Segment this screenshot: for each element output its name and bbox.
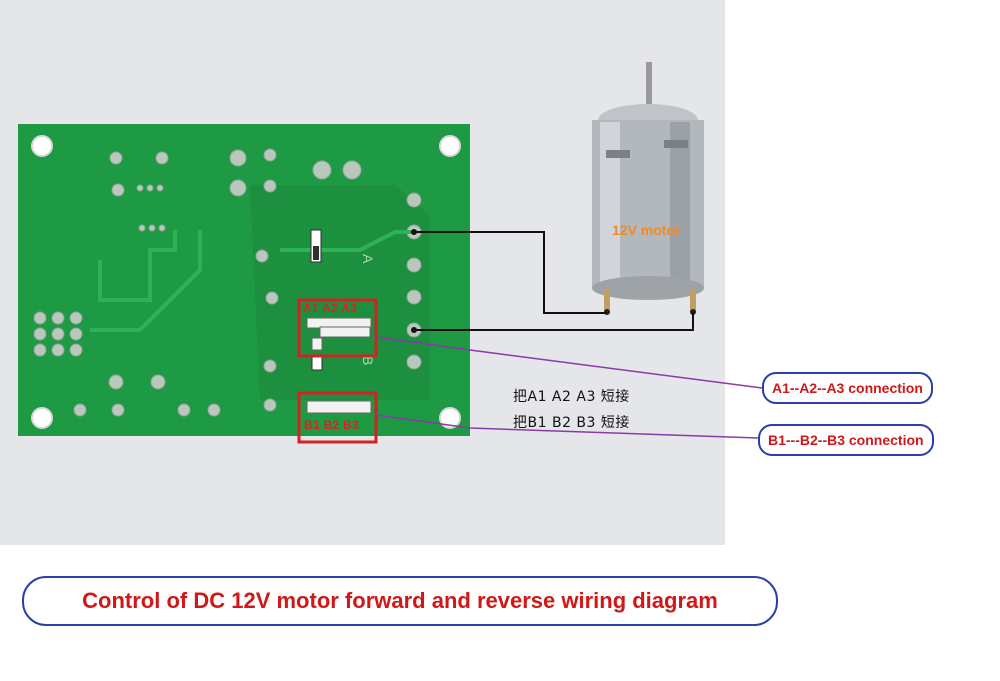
smd-component-b: [311, 355, 323, 371]
board-mark-b: B: [360, 356, 376, 365]
callout-b-text: B1---B2--B3 connection: [768, 432, 924, 448]
jumper-a-highlight: [297, 298, 378, 358]
mount-hole-bottom-right: [439, 407, 461, 429]
dc-motor: [592, 62, 704, 315]
jumper-b-label: B1 B2 B3: [304, 418, 360, 432]
diagram-title: Control of DC 12V motor forward and reve…: [82, 588, 718, 613]
instruction-b-cn: 把B1 B2 B3 短接: [513, 415, 630, 431]
callout-a-text: A1--A2--A3 connection: [772, 380, 923, 396]
board-mark-a: A: [360, 254, 376, 264]
motor-wires: [414, 231, 694, 331]
instruction-a-cn: 把A1 A2 A3 短接: [513, 389, 630, 405]
mount-hole-top-right: [439, 135, 461, 157]
callout-a-connection: A1--A2--A3 connection: [762, 372, 933, 404]
jumper-b-highlight: [297, 391, 378, 444]
motor-label: 12V motor: [612, 222, 681, 238]
mount-hole-top-left: [31, 135, 53, 157]
diagram-title-box: Control of DC 12V motor forward and reve…: [22, 576, 778, 626]
mount-hole-bottom-left: [31, 407, 53, 429]
callout-b-connection: B1---B2--B3 connection: [758, 424, 934, 456]
jumper-a-label: A1 A2 A3: [303, 301, 358, 315]
leader-lines: [375, 336, 763, 439]
pcb-board: [18, 124, 470, 436]
solder-pads: [33, 148, 362, 417]
